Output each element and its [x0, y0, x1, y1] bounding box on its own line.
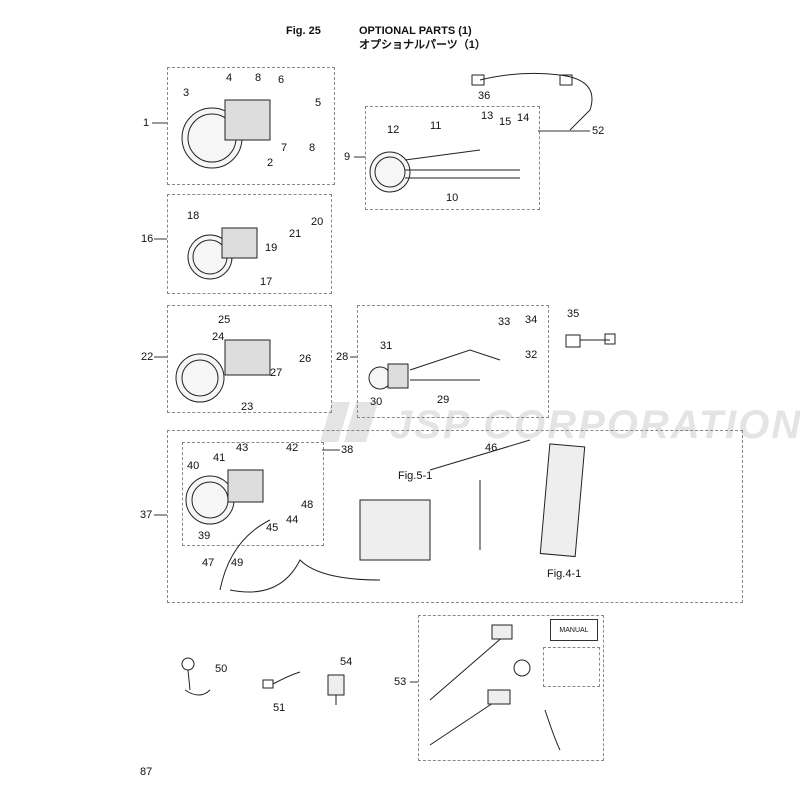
callout: 38 [341, 444, 354, 456]
callout: 40 [187, 460, 200, 472]
callout: 9 [344, 151, 351, 163]
callout: 3 [183, 87, 190, 99]
callout: 27 [270, 367, 283, 379]
callout: 7 [281, 142, 288, 154]
callout: 21 [289, 228, 302, 240]
callout: 8 [255, 72, 262, 84]
harness-53 [429, 624, 561, 751]
callout: 20 [311, 216, 324, 228]
harness-36 [471, 72, 593, 131]
callout: 15 [499, 116, 512, 128]
callout: 8 [309, 142, 316, 154]
callout: 36 [478, 90, 491, 102]
group-box-53 [418, 615, 604, 761]
gauge-31 [368, 349, 501, 390]
group-box-22 [167, 305, 332, 413]
callout: 37 [140, 509, 153, 521]
manual-label: MANUAL [550, 619, 598, 641]
group-box-1 [167, 67, 335, 185]
callout: 32 [525, 349, 538, 361]
gauge-18 [187, 227, 258, 280]
callout: 1 [143, 117, 150, 129]
callout: 34 [525, 314, 538, 326]
callout: 28 [336, 351, 349, 363]
leader-lines [152, 122, 590, 683]
callout: 6 [278, 74, 285, 86]
callout: 4 [226, 72, 233, 84]
callout: 16 [141, 233, 154, 245]
callout: 48 [301, 499, 314, 511]
callout: 10 [446, 192, 459, 204]
callout: 51 [273, 702, 286, 714]
group-box-16 [167, 194, 332, 294]
callout: 31 [380, 340, 393, 352]
callout: 11 [430, 120, 442, 132]
callout: 26 [299, 353, 312, 365]
callout: 54 [340, 656, 353, 668]
callout: 5 [315, 97, 322, 109]
callout: 42 [286, 442, 299, 454]
gauge-3 [181, 99, 271, 169]
callout: 43 [236, 442, 249, 454]
callout: 41 [213, 452, 226, 464]
group-box-37 [167, 430, 743, 603]
callout: 14 [517, 112, 530, 124]
watermark-logo-icon [320, 402, 378, 442]
callout: 12 [387, 124, 400, 136]
callout: 17 [260, 276, 273, 288]
callout: 25 [218, 314, 231, 326]
callout: 24 [212, 331, 225, 343]
page-number: 87 [140, 766, 153, 778]
fuel-sender-hose [219, 439, 586, 593]
callout: 30 [370, 396, 383, 408]
callout: 33 [498, 316, 511, 328]
page-title-jp: オプショナルパーツ（1） [359, 39, 486, 51]
group-box-9 [365, 106, 540, 210]
figure-reference-link[interactable]: Fig.5-1 [398, 470, 433, 482]
bracket-subbox [543, 647, 600, 687]
part-54 [327, 674, 345, 705]
callout: 47 [202, 557, 215, 569]
callout: 52 [592, 125, 605, 137]
callout: 46 [485, 442, 498, 454]
gauge-12 [369, 149, 520, 193]
gauge-24 [175, 339, 271, 403]
figure-number: Fig. 25 [286, 25, 321, 37]
callout: 49 [231, 557, 244, 569]
callout: 19 [265, 242, 278, 254]
page-title: OPTIONAL PARTS (1) [359, 25, 472, 37]
callout: 29 [437, 394, 450, 406]
callout: 23 [241, 401, 254, 413]
callout: 35 [567, 308, 580, 320]
figure-reference-link[interactable]: Fig.4-1 [547, 568, 582, 580]
callout: 45 [266, 522, 279, 534]
callout: 13 [481, 110, 494, 122]
callout: 18 [187, 210, 200, 222]
callout: 50 [215, 663, 228, 675]
callout: 44 [286, 514, 299, 526]
watermark: JSP CORPORATION [390, 403, 800, 447]
callout: 2 [267, 157, 274, 169]
callout: 22 [141, 351, 154, 363]
part-50 [181, 657, 211, 696]
group-box-28 [357, 305, 549, 418]
part-51 [262, 671, 301, 689]
harness-35 [565, 333, 616, 348]
group-box-38 [182, 442, 324, 546]
gauge-40 [185, 469, 264, 525]
callout: 53 [394, 676, 407, 688]
callout: 39 [198, 530, 211, 542]
